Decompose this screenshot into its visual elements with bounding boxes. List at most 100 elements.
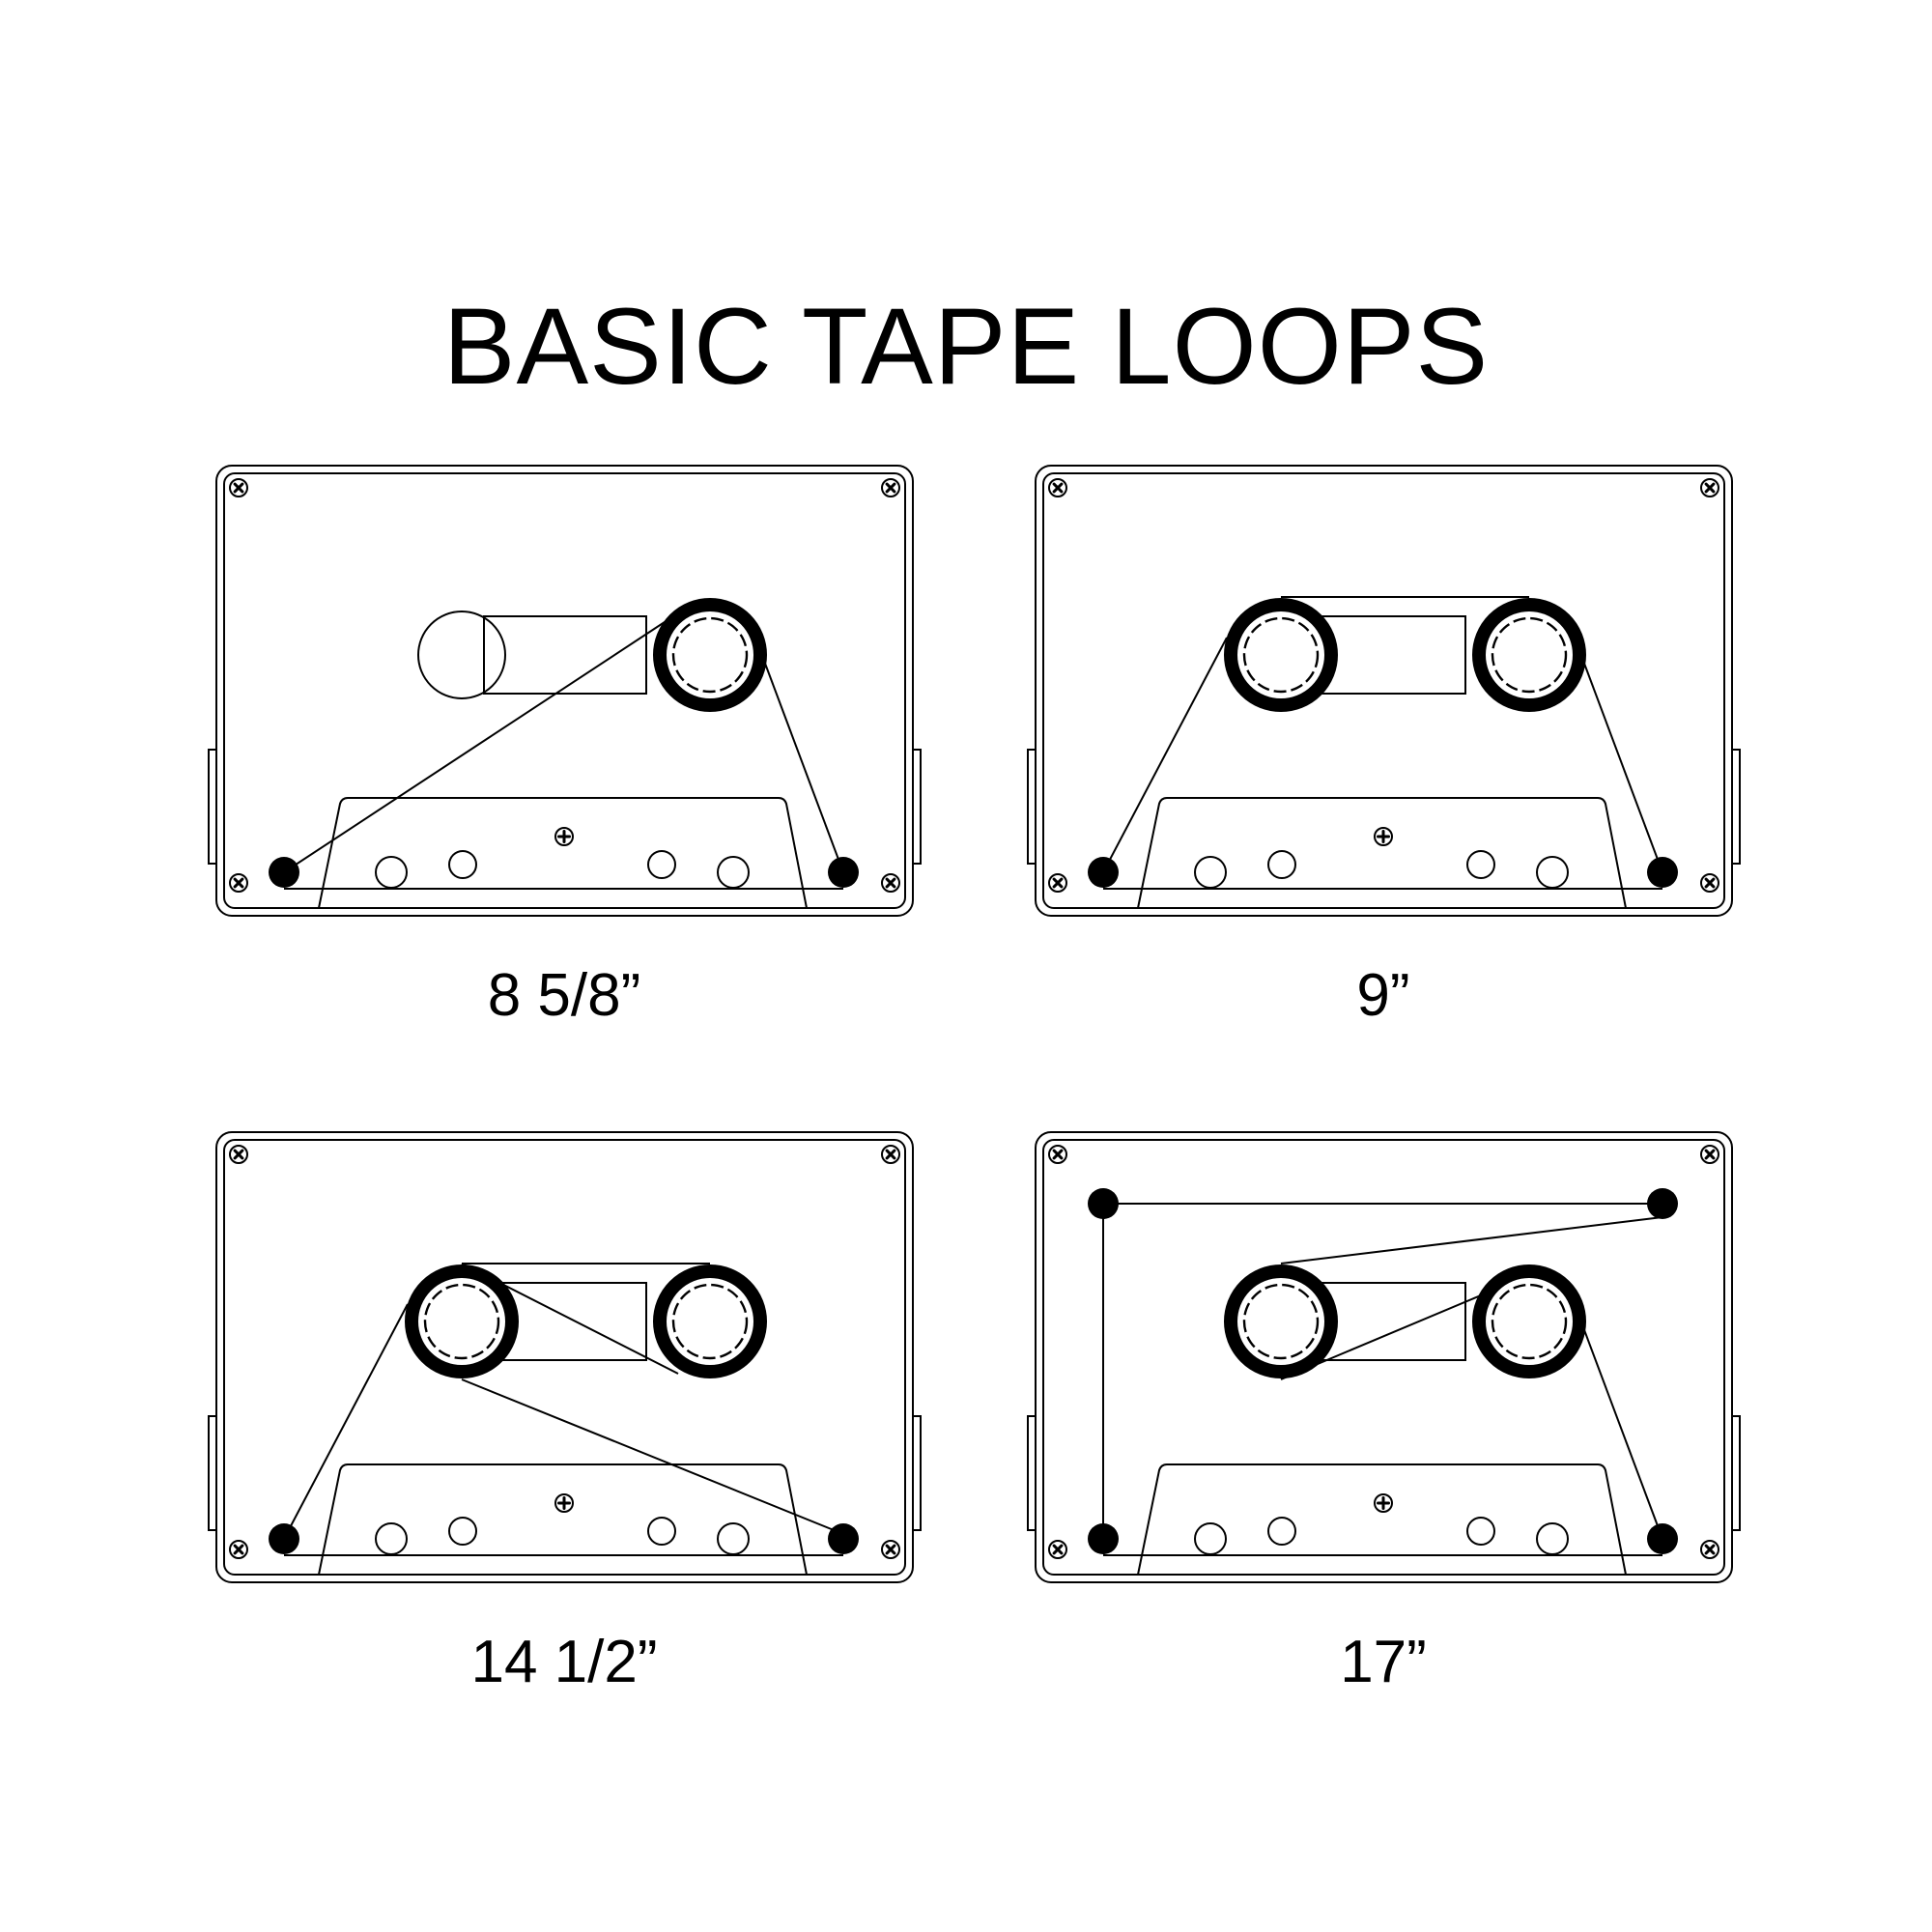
cassette-outline <box>1035 465 1733 917</box>
screw-icon <box>1048 873 1067 893</box>
cassette-diagram-loop-17 <box>1027 1131 1741 1583</box>
reel-tape-pack <box>405 1264 519 1378</box>
screw-slot <box>1052 482 1064 494</box>
tape-guide-post <box>269 857 299 888</box>
tape-line <box>283 617 671 873</box>
screw-icon <box>1048 1145 1067 1164</box>
reel-tape-pack <box>653 598 767 712</box>
tape-guide-post <box>269 1523 299 1554</box>
screw-icon <box>1374 1493 1393 1513</box>
tape-reel <box>653 598 767 712</box>
side-tab <box>1731 749 1741 865</box>
reel-hub-teeth <box>1491 1283 1568 1360</box>
tape-line <box>1102 637 1228 873</box>
screw-icon <box>1700 478 1719 497</box>
head-access-area <box>318 1463 808 1576</box>
screw-icon <box>554 1493 574 1513</box>
screw-icon <box>881 873 900 893</box>
cassette-diagram-loop-8-5-8 <box>208 465 922 917</box>
screw-icon <box>1700 1145 1719 1164</box>
head-access-area <box>1137 1463 1627 1576</box>
side-tab <box>208 749 217 865</box>
tape-line <box>1280 1216 1663 1264</box>
tape-guide-post <box>1088 857 1119 888</box>
loop-length-label: 14 1/2” <box>470 1629 658 1695</box>
page-title: BASIC TAPE LOOPS <box>442 286 1490 408</box>
screw-slot <box>1052 877 1064 889</box>
cassette-outline <box>1035 1131 1733 1583</box>
screw-icon <box>229 873 248 893</box>
tape-line <box>1574 637 1663 873</box>
reel-window <box>417 611 506 699</box>
cassette-loop-9 <box>1027 464 1741 918</box>
cassette-loop-14-1-2 <box>208 1130 922 1584</box>
reel-hub-teeth <box>671 1283 749 1360</box>
tape-guide-post <box>1647 1523 1678 1554</box>
head-access-area <box>318 797 808 909</box>
loop-length-label: 8 5/8” <box>487 962 641 1029</box>
cassette-loop-8-5-8 <box>208 464 922 918</box>
tape-line <box>754 637 844 873</box>
cassette-inner-outline <box>223 472 906 909</box>
side-tab <box>912 749 922 865</box>
reel-tape-pack <box>1224 598 1338 712</box>
side-tab <box>1027 749 1037 865</box>
side-tab <box>1731 1415 1741 1531</box>
pin-hole <box>1267 1517 1296 1546</box>
tape-reel <box>653 1264 767 1378</box>
cassette-diagram-loop-14-1-2 <box>208 1131 922 1583</box>
screw-icon <box>229 1540 248 1559</box>
screw-icon <box>881 1540 900 1559</box>
screw-icon <box>229 478 248 497</box>
screw-slot <box>1704 1149 1716 1160</box>
cassette-shell <box>208 1131 922 1583</box>
screw-slot <box>1052 1149 1064 1160</box>
screw-icon <box>1700 873 1719 893</box>
head-access-area <box>1137 797 1627 909</box>
cassette-inner-outline <box>223 1139 906 1576</box>
screw-slot <box>1704 482 1716 494</box>
pin-hole <box>647 1517 676 1546</box>
reel-hub-teeth <box>1242 616 1320 694</box>
screw-slot <box>233 482 244 494</box>
tape-line <box>1574 1303 1663 1540</box>
tape-guide-post <box>1647 1188 1678 1219</box>
cassette-shell <box>1027 1131 1741 1583</box>
side-tab <box>208 1415 217 1531</box>
tape-guide-post <box>1088 1188 1119 1219</box>
screw-slot <box>885 1149 896 1160</box>
tape-guide-post <box>1647 857 1678 888</box>
cassette-shell <box>1027 465 1741 917</box>
screw-slot <box>885 877 896 889</box>
screw-slot <box>1052 1544 1064 1555</box>
cassette-inner-outline <box>1042 472 1725 909</box>
cassette-outline <box>215 1131 914 1583</box>
pin-hole <box>1466 850 1495 879</box>
tape-path <box>283 617 844 890</box>
screw-slot <box>1704 1544 1716 1555</box>
pin-hole <box>647 850 676 879</box>
cassette-loop-17 <box>1027 1130 1741 1584</box>
tape-line <box>461 1378 844 1535</box>
screw-slot <box>1704 877 1716 889</box>
label-window <box>483 615 647 695</box>
tape-reel <box>1224 1264 1338 1378</box>
screw-slot <box>233 877 244 889</box>
screw-icon <box>881 478 900 497</box>
reel-hub-teeth <box>423 1283 500 1360</box>
side-tab <box>912 1415 922 1531</box>
tape-path <box>1102 596 1663 890</box>
reel-hub-teeth <box>1491 616 1568 694</box>
reel-tape-pack <box>1224 1264 1338 1378</box>
pin-hole <box>448 850 477 879</box>
screw-icon <box>229 1145 248 1164</box>
tape-line <box>283 1303 409 1540</box>
reel-tape-pack <box>1472 598 1586 712</box>
cassette-shell <box>208 465 922 917</box>
tape-reel <box>1472 598 1586 712</box>
screw-icon <box>554 827 574 846</box>
reel-hub-teeth <box>1242 1283 1320 1360</box>
tape-reel <box>1472 1264 1586 1378</box>
pin-hole <box>1466 1517 1495 1546</box>
screw-icon <box>1048 1540 1067 1559</box>
